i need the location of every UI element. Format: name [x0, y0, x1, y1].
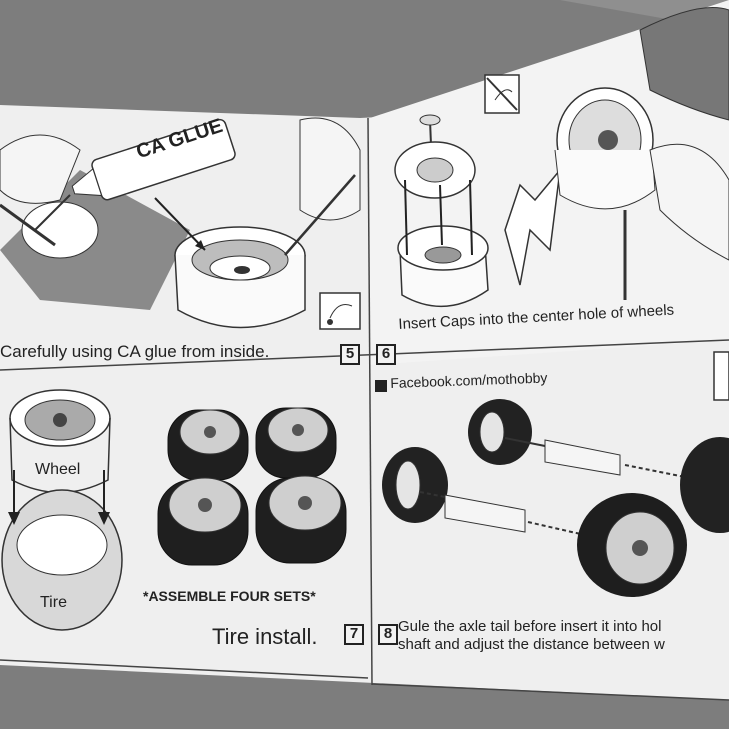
- wheel-label: Wheel: [35, 461, 81, 478]
- step8-illustration: [375, 351, 729, 597]
- step5-number: 5: [340, 344, 360, 365]
- step8-number: 8: [378, 624, 398, 645]
- step8-caption-line2: shaft and adjust the distance between w: [398, 636, 665, 653]
- step7-illustration: [1, 389, 347, 631]
- step5-illustration: [0, 117, 361, 330]
- tire-label: Tire: [40, 594, 67, 611]
- step6-illustration: [394, 7, 729, 307]
- step8-caption-line1: Gule the axle tail before insert it into…: [398, 618, 662, 635]
- glue-drop-icon: [319, 292, 361, 330]
- step6-number: 6: [376, 344, 396, 365]
- step7-number: 7: [344, 624, 364, 645]
- step7-caption: Tire install.: [212, 624, 318, 649]
- step5-caption: Carefully using CA glue from inside.: [0, 342, 270, 361]
- facebook-icon: [375, 380, 387, 392]
- assemble-note: *ASSEMBLE FOUR SETS*: [143, 588, 316, 604]
